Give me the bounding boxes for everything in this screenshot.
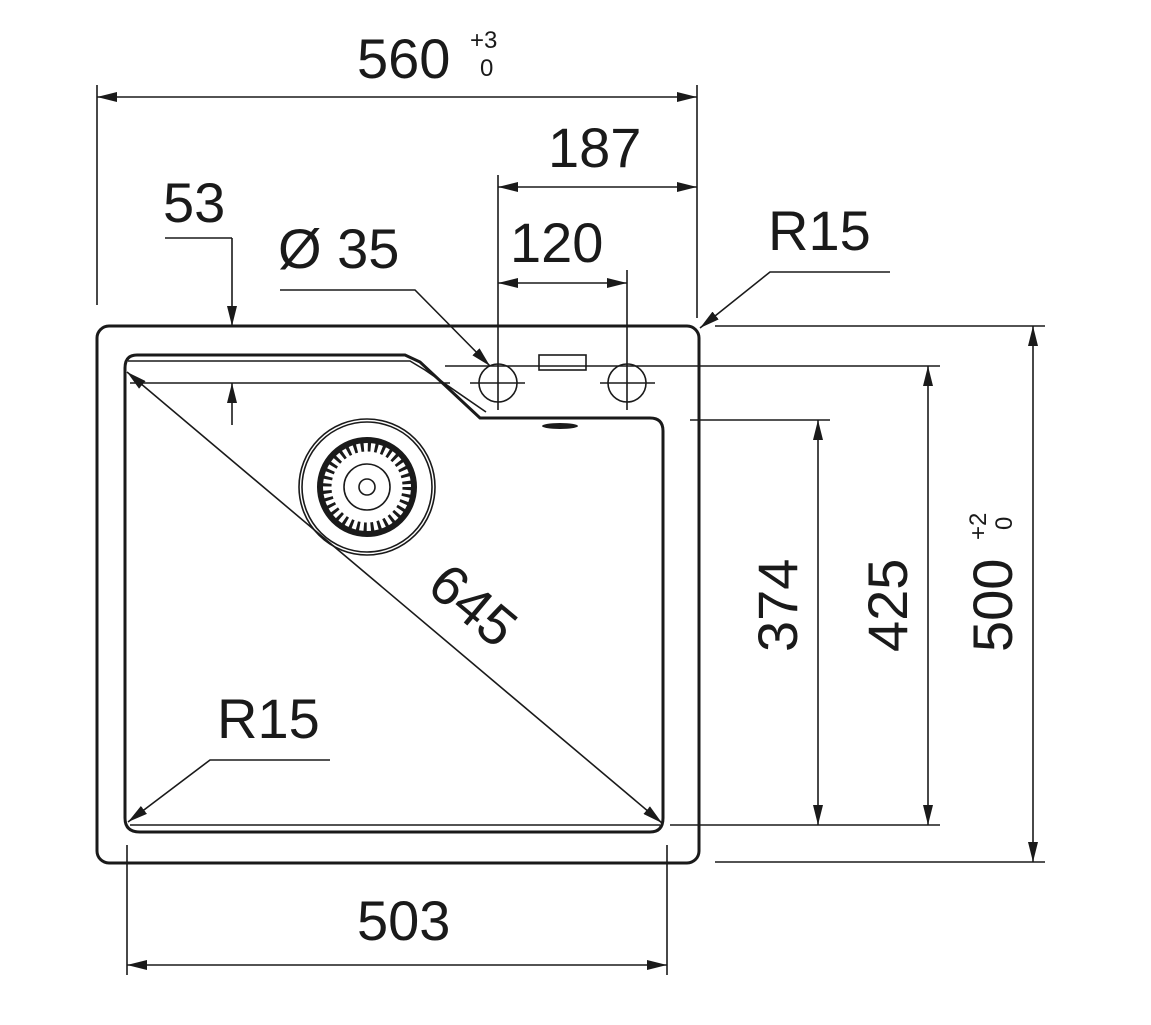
dim-inner-radius: R15	[217, 687, 320, 750]
dim-overall-depth: 500	[961, 559, 1024, 652]
sink-outer-outline	[95, 324, 701, 865]
dim-tap-offset: 187	[548, 116, 641, 179]
dim-ledge-depth: 53	[163, 171, 225, 234]
leader-outer-radius	[699, 271, 890, 329]
leader-inner-radius	[127, 759, 330, 823]
overflow-slot	[538, 354, 587, 371]
bowl-ledge-line	[128, 360, 487, 413]
leader-tap-diameter	[280, 289, 491, 367]
dim-overall-width: 560	[357, 27, 450, 90]
dim-tap-diameter: Ø 35	[278, 217, 399, 280]
bowl-outline	[123, 353, 665, 834]
dim-overall-width-tol-upper: +3	[470, 27, 497, 54]
dim-tap-spacing: 120	[510, 211, 603, 274]
dim-overall-depth-tol-lower: 0	[991, 517, 1018, 530]
overflow-mark	[542, 423, 578, 429]
dim-overall-width-tol-lower: 0	[480, 55, 493, 82]
dim-overall-depth-tol-upper: +2	[965, 513, 992, 540]
dimension-line-645	[126, 371, 663, 824]
dim-bowl-depth: 374	[746, 559, 809, 652]
dim-diagonal: 645	[417, 551, 529, 659]
dim-bowl-width: 503	[357, 889, 450, 952]
dim-outer-radius: R15	[768, 199, 871, 262]
dim-depth-to-taps: 425	[856, 559, 919, 652]
